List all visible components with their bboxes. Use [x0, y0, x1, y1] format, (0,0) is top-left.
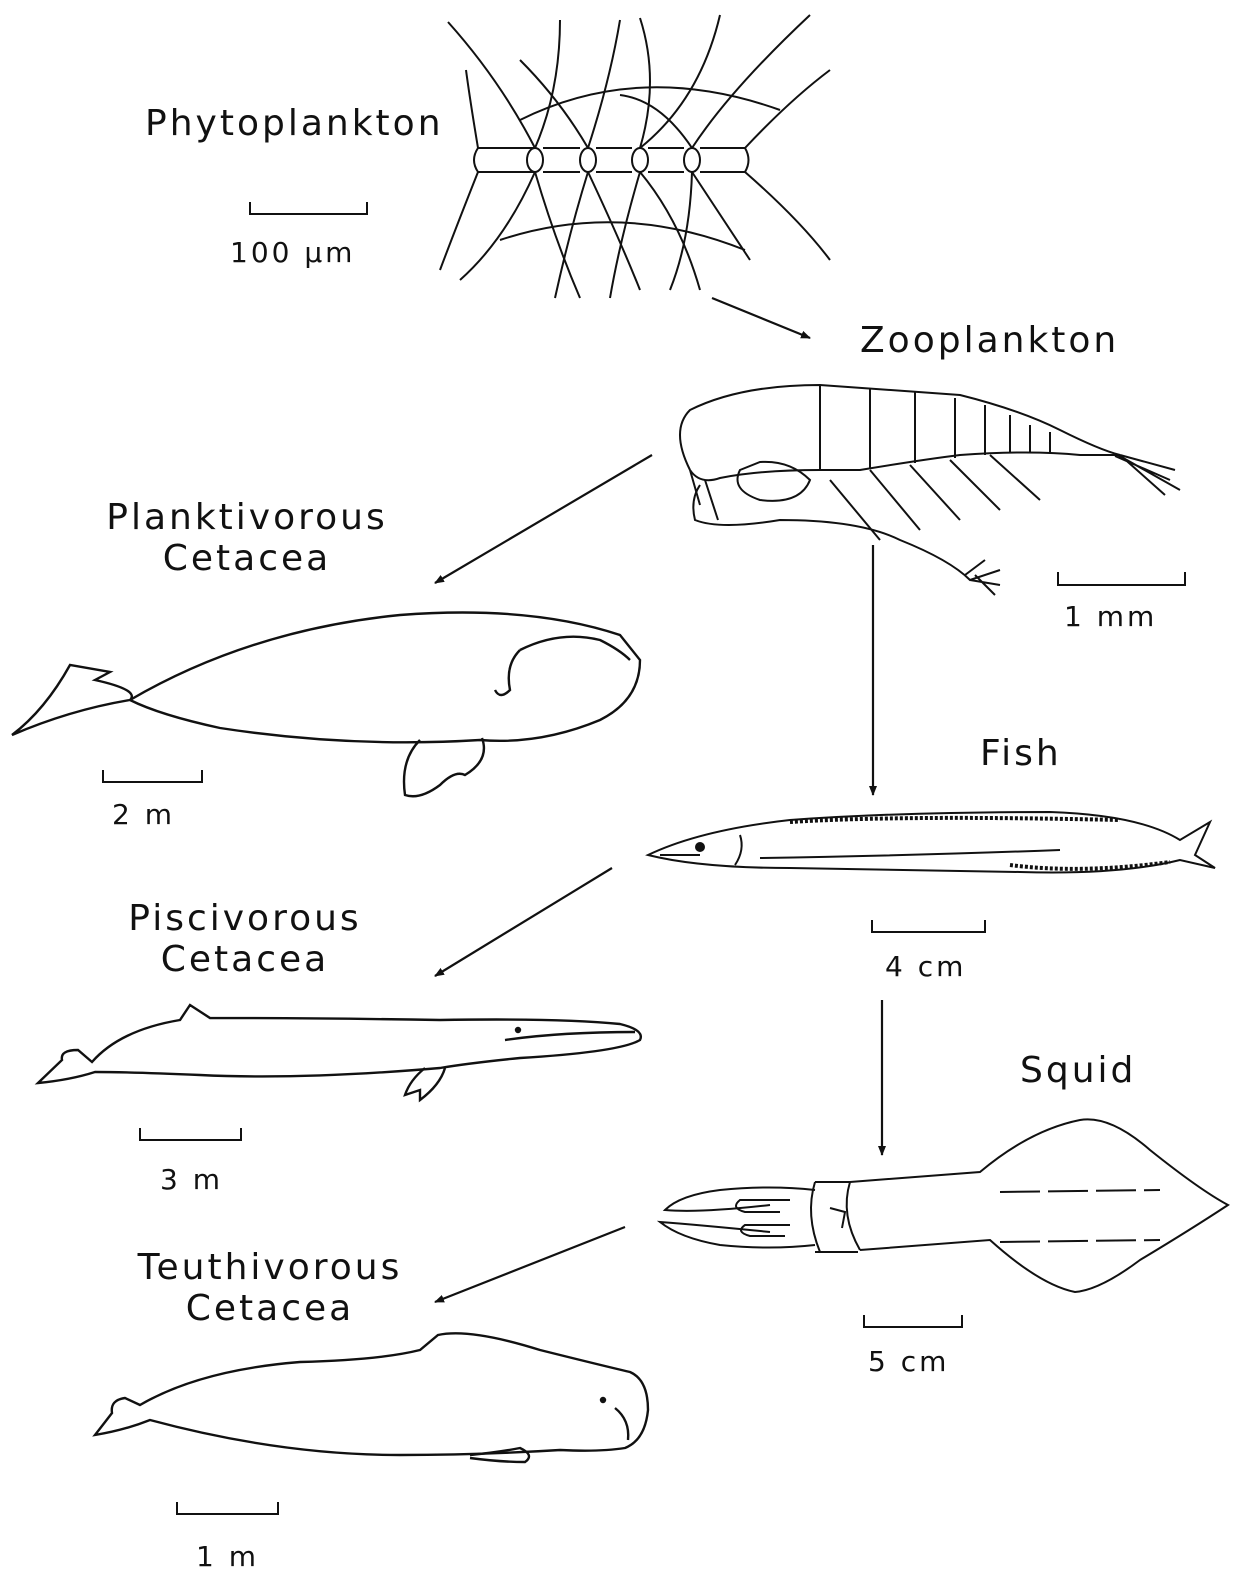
fish-scale-bar — [872, 920, 985, 932]
piscivorous-cetacea-label: Piscivorous Cetacea — [100, 898, 390, 981]
squid-drawing — [660, 1119, 1228, 1292]
teuthivorous-whale-drawing — [95, 1333, 648, 1462]
planktivorous-label-line-2: Cetacea — [92, 538, 402, 579]
arrow-phytoplankton-to-zooplankton — [712, 298, 810, 338]
teuthivorous-whale-scale-label: 1 m — [196, 1540, 259, 1573]
food-web-arrows — [435, 298, 882, 1302]
planktivorous-whale-drawing — [12, 613, 640, 797]
zooplankton-scale-bar — [1058, 572, 1185, 585]
arrow-fish-to-piscivorous-cetacea — [435, 868, 612, 976]
zooplankton-drawing — [680, 385, 1180, 595]
planktivorous-label-line-1: Planktivorous — [92, 497, 402, 538]
piscivorous-whale-drawing — [38, 1005, 641, 1100]
squid-scale-bar — [864, 1315, 962, 1327]
squid-label: Squid — [1020, 1050, 1136, 1091]
planktivorous-cetacea-label: Planktivorous Cetacea — [92, 497, 402, 580]
teuthivorous-whale-scale-bar — [177, 1502, 278, 1514]
phytoplankton-label: Phytoplankton — [145, 103, 444, 144]
teuthivorous-label-line-2: Cetacea — [110, 1288, 430, 1329]
piscivorous-label-line-2: Cetacea — [100, 939, 390, 980]
fish-drawing — [648, 812, 1215, 873]
zooplankton-scale-label: 1 mm — [1064, 600, 1157, 633]
piscivorous-label-line-1: Piscivorous — [100, 898, 390, 939]
fish-label: Fish — [980, 733, 1062, 774]
planktivorous-whale-scale-label: 2 m — [112, 798, 175, 831]
teuthivorous-label-line-1: Teuthivorous — [110, 1247, 430, 1288]
piscivorous-whale-scale-label: 3 m — [160, 1163, 223, 1196]
phytoplankton-drawing — [440, 15, 830, 298]
fish-scale-label: 4 cm — [885, 950, 966, 983]
piscivorous-whale-scale-bar — [140, 1128, 241, 1140]
arrow-squid-to-teuthivorous-cetacea — [435, 1227, 625, 1302]
zooplankton-label: Zooplankton — [860, 320, 1119, 361]
phytoplankton-scale-bar — [250, 202, 367, 214]
phytoplankton-scale-label: 100 μm — [230, 236, 355, 269]
arrow-zooplankton-to-planktivorous-cetacea — [435, 455, 652, 583]
squid-scale-label: 5 cm — [868, 1345, 949, 1378]
teuthivorous-cetacea-label: Teuthivorous Cetacea — [110, 1247, 430, 1330]
planktivorous-whale-scale-bar — [103, 770, 202, 782]
